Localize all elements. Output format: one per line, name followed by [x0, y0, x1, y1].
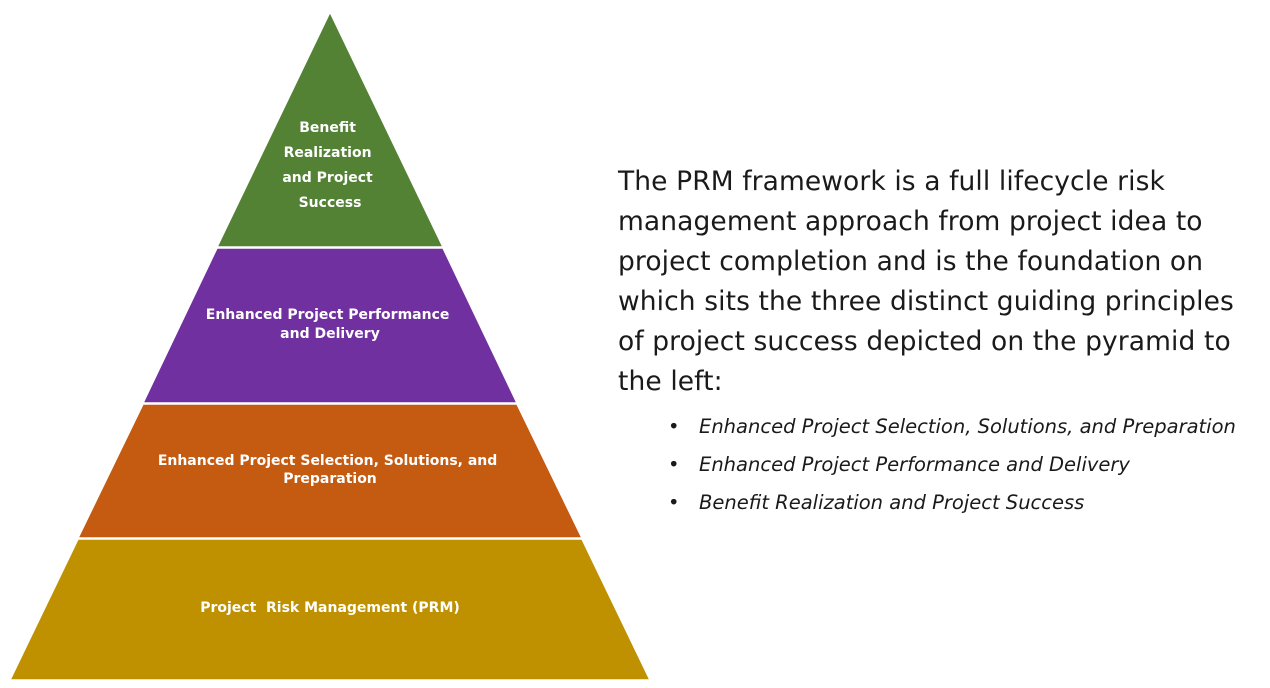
tier-third-label-line: Preparation [283, 471, 377, 487]
tier-base-label: Project Risk Management (PRM) [200, 600, 460, 616]
principle-text: Benefit Realization and Project Success [699, 491, 1085, 514]
framework-description: The PRM framework is a full lifecycle ri… [618, 162, 1258, 522]
pyramid-tier-base [8, 538, 652, 681]
bullet-icon: • [668, 491, 680, 514]
list-item: • Enhanced Project Performance and Deliv… [668, 446, 1258, 484]
pyramid-tier-top [215, 10, 445, 248]
bullet-icon: • [668, 453, 680, 476]
tier-second-label-line: Enhanced Project Performance [206, 307, 450, 323]
tier-top-label-line: Realization [284, 145, 372, 161]
tier-top-label-line: Success [299, 195, 362, 211]
pyramid-tier-second [141, 247, 519, 404]
bullet-icon: • [668, 415, 680, 438]
tier-top-label-line: Benefit [299, 120, 356, 136]
list-item: • Enhanced Project Selection, Solutions,… [668, 408, 1258, 446]
tier-second-label-line: and Delivery [280, 326, 380, 342]
principle-text: Enhanced Project Performance and Deliver… [699, 453, 1130, 476]
intro-paragraph: The PRM framework is a full lifecycle ri… [618, 166, 1234, 397]
principles-list: • Enhanced Project Selection, Solutions,… [618, 408, 1258, 522]
tier-third-label: Enhanced Project Selection, Solutions, a… [158, 453, 502, 487]
tier-top-label-line: and Project [282, 170, 373, 186]
list-item: • Benefit Realization and Project Succes… [668, 484, 1258, 522]
tier-third-label-line: Enhanced Project Selection, Solutions, a… [158, 453, 498, 469]
tier-top-label: Benefit Realization and Project Success [282, 120, 377, 211]
principle-text: Enhanced Project Selection, Solutions, a… [699, 415, 1236, 438]
pyramid-tier-third [76, 403, 584, 539]
tier-base-label-line: Project Risk Management (PRM) [200, 600, 460, 616]
tier-second-label: Enhanced Project Performance and Deliver… [206, 307, 455, 342]
pyramid-diagram: Benefit Realization and Project Success … [8, 10, 652, 681]
